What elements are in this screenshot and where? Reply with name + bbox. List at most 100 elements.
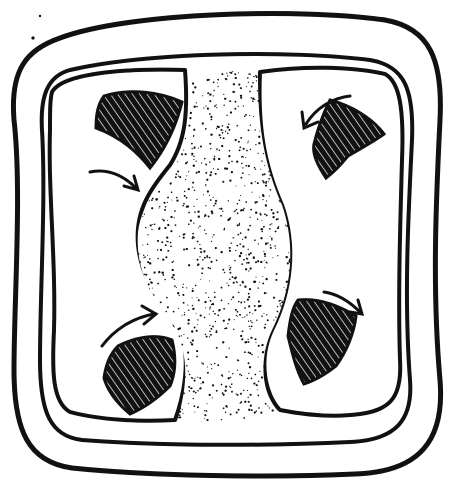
stipple-dot	[242, 239, 243, 240]
stipple-dot	[248, 270, 249, 271]
stipple-dot	[179, 176, 181, 178]
stipple-dot	[277, 306, 278, 307]
stipple-dot	[196, 106, 198, 108]
stipple-dot	[229, 247, 231, 249]
stipple-dot	[148, 283, 150, 285]
stipple-dot	[250, 337, 252, 339]
stipple-dot	[249, 225, 251, 227]
stipple-dot	[221, 299, 223, 301]
stipple-dot	[159, 206, 160, 207]
stipple-dot	[144, 214, 145, 215]
stipple-dot	[249, 366, 251, 368]
stipple-dot	[188, 386, 190, 388]
stipple-dot	[144, 267, 146, 269]
stipple-dot	[144, 256, 146, 258]
stipple-dot	[222, 269, 224, 271]
stipple-dot	[209, 257, 211, 259]
stipple-dot	[189, 110, 190, 111]
stipple-dot	[225, 386, 227, 388]
stipple-dot	[251, 86, 253, 88]
stipple-dot	[210, 171, 212, 173]
stipple-dot	[145, 274, 147, 276]
stipple-dot	[240, 252, 242, 254]
stipple-dot	[273, 320, 274, 321]
stipple-dot	[209, 325, 210, 326]
stipple-dot	[246, 262, 248, 264]
stipple-dot	[162, 272, 164, 274]
stipple-dot	[191, 377, 193, 379]
stipple-dot	[280, 300, 281, 301]
stipple-dot	[187, 323, 189, 325]
stipple-dot	[218, 426, 220, 428]
stipple-dot	[270, 189, 272, 191]
stipple-dot	[171, 199, 172, 200]
stipple-dot	[251, 322, 252, 323]
stipple-dot	[174, 217, 175, 218]
stipple-dot	[213, 234, 215, 236]
stipple-dot	[215, 321, 216, 322]
stipple-dot	[237, 394, 239, 396]
stipple-dot	[266, 314, 267, 315]
stipple-dot	[250, 217, 251, 218]
stipple-dot	[232, 69, 233, 70]
stipple-dot	[214, 159, 216, 161]
stipple-dot	[209, 331, 211, 333]
stipple-dot	[235, 186, 236, 187]
stipple-dot	[227, 75, 228, 76]
stipple-dot	[174, 285, 176, 287]
stipple-dot	[228, 162, 230, 164]
stipple-dot	[231, 384, 233, 386]
stipple-dot	[265, 185, 267, 187]
stipple-dot	[261, 231, 263, 233]
stipple-dot	[248, 362, 250, 364]
stipple-dot	[253, 422, 254, 423]
stipple-dot	[216, 390, 218, 392]
stipple-dot	[216, 330, 217, 331]
stipple-dot	[190, 342, 192, 344]
stipple-dot	[230, 387, 231, 388]
stipple-dot	[216, 422, 217, 423]
stipple-dot	[260, 214, 262, 216]
stipple-dot	[188, 188, 190, 190]
stipple-dot	[222, 392, 224, 394]
stipple-dot	[238, 292, 239, 293]
stipple-dot	[263, 420, 264, 421]
stipple-dot	[201, 272, 203, 274]
stipple-dot	[202, 122, 204, 124]
stipple-dot	[250, 320, 252, 322]
stipple-dot	[238, 106, 239, 107]
stipple-dot	[217, 314, 219, 316]
stipple-dot	[267, 242, 269, 244]
stipple-dot	[254, 239, 256, 241]
stipple-dot	[205, 205, 206, 206]
stipple-dot	[157, 240, 159, 242]
stipple-dot	[192, 305, 193, 306]
stipple-dot	[254, 99, 255, 100]
stipple-dot	[149, 258, 151, 260]
stipple-dot	[149, 279, 151, 281]
stipple-dot	[230, 111, 232, 113]
stipple-dot	[247, 142, 248, 143]
stipple-dot	[240, 403, 241, 404]
stipple-dot	[247, 229, 249, 231]
stipple-dot	[228, 303, 229, 304]
stipple-dot	[237, 234, 239, 236]
stipple-dot	[246, 165, 248, 167]
stipple-dot	[268, 178, 270, 180]
stipple-dot	[213, 81, 215, 83]
stipple-dot	[226, 73, 227, 74]
stipple-dot	[204, 257, 206, 259]
stipple-dot	[233, 83, 235, 85]
stipple-dot	[248, 296, 250, 298]
stipple-dot	[188, 371, 189, 372]
stipple-dot	[256, 410, 257, 411]
stipple-dot	[233, 329, 234, 330]
stipple-dot	[197, 319, 198, 320]
stipple-dot	[200, 145, 202, 147]
stipple-dot	[192, 308, 194, 310]
stipple-dot	[223, 137, 225, 139]
stipple-dot	[202, 381, 204, 383]
stipple-dot	[151, 282, 153, 284]
stipple-dot	[194, 147, 196, 149]
stipple-dot	[204, 158, 206, 160]
